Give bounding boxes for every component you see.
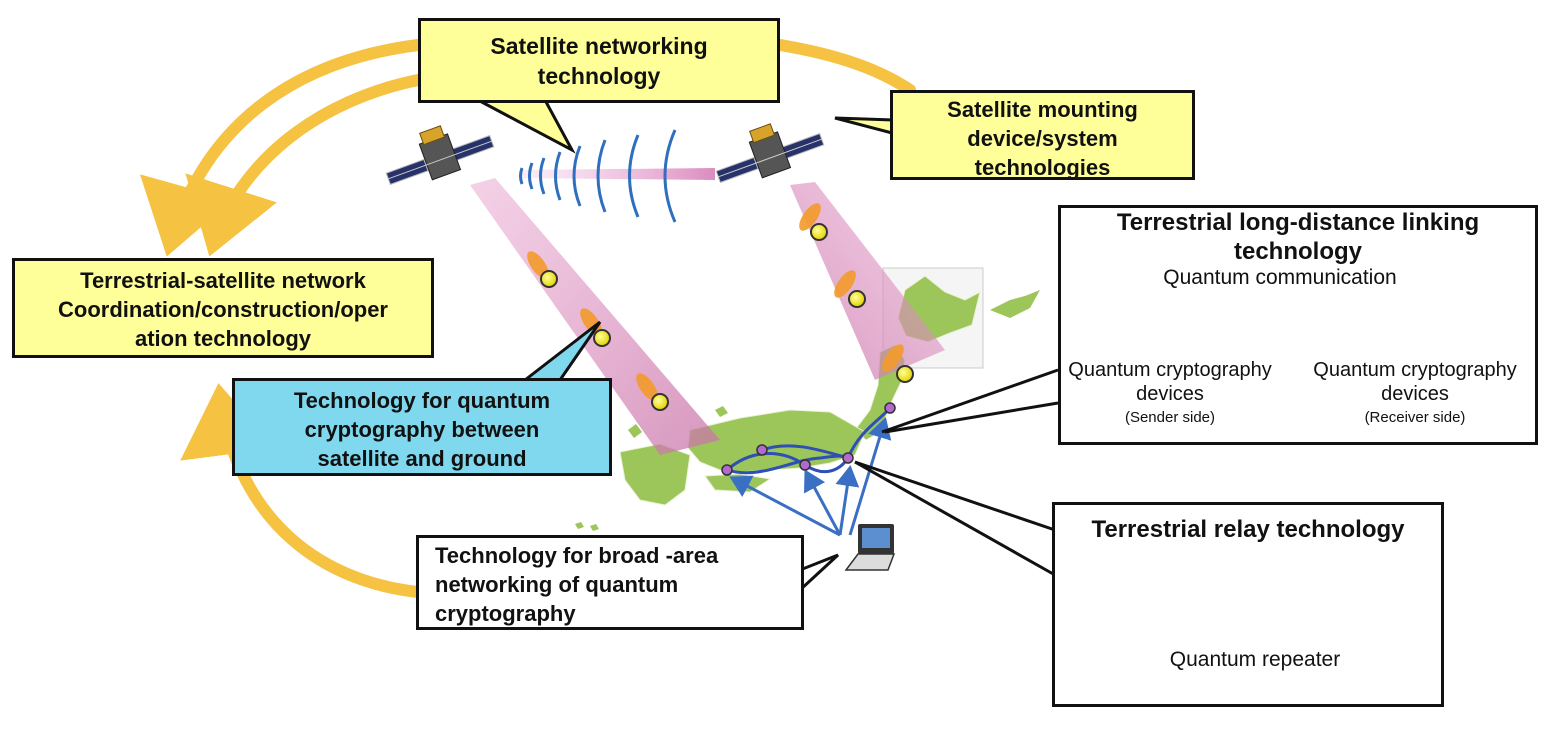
callout-line: Satellite mounting	[947, 97, 1138, 122]
sender-side-label: (Sender side)	[1124, 409, 1216, 426]
callout-line: technologies	[974, 155, 1111, 180]
callout-terrestrial-satellite-network: Terrestrial-satellite network Coordinati…	[12, 258, 434, 358]
photon-trails	[527, 203, 904, 401]
callout-line: technology	[537, 63, 661, 89]
callout-line: Satellite networking	[490, 33, 708, 59]
panel-terrestrial-relay: Terrestrial relay technology	[1052, 502, 1444, 707]
photons	[540, 223, 914, 411]
callout-satellite-mounting: Satellite mounting device/system technol…	[890, 90, 1195, 180]
callout-line: Coordination/construction/oper	[58, 297, 388, 322]
sender-label-line: Quantum cryptography	[1068, 359, 1272, 381]
satellite-right-icon	[715, 123, 825, 184]
receiver-label-line: devices	[1381, 383, 1449, 405]
callout-line: cryptography	[435, 601, 576, 626]
callout-satellite-networking: Satellite networking technology	[418, 18, 780, 103]
panel-title: Terrestrial relay technology	[1091, 516, 1405, 543]
network-access-arrows	[729, 417, 892, 537]
laptop-icon	[844, 524, 896, 571]
cycle-arrows	[139, 39, 916, 598]
callout-quantum-crypto-satellite-ground: Technology for quantum cryptography betw…	[232, 378, 612, 476]
receiver-label-line: Quantum cryptography	[1313, 359, 1517, 381]
panel-long-distance-linking: Terrestrial long-distance linking techno…	[1058, 205, 1538, 445]
sender-label-line: devices	[1136, 383, 1204, 405]
receiver-device-label: Quantum cryptography devices (Receiver s…	[1290, 358, 1540, 430]
satellite-left-icon	[385, 125, 495, 186]
callout-line: Terrestrial-satellite network	[80, 268, 366, 293]
network-nodes	[721, 402, 896, 476]
callout-broad-area-networking: Technology for broad -area networking of…	[416, 535, 804, 630]
callout-line: device/system	[967, 126, 1118, 151]
panel-title-line: Terrestrial long-distance linking	[1116, 209, 1480, 236]
panel-title: Terrestrial long-distance linking techno…	[1061, 208, 1535, 266]
receiver-side-label: (Receiver side)	[1364, 409, 1466, 426]
callout-line: cryptography between	[304, 417, 540, 442]
panel-title-line: technology	[1233, 238, 1362, 265]
callout-line: Technology for quantum	[293, 388, 551, 413]
inter-satellite-link-waves	[519, 129, 677, 223]
callout-line: ation technology	[135, 326, 311, 351]
callout-line: satellite and ground	[317, 446, 527, 471]
callout-line: Technology for broad -area	[435, 543, 719, 568]
callout-line: networking of quantum	[435, 572, 679, 597]
callout-tails	[477, 98, 1059, 592]
sender-device-label: Quantum cryptography devices (Sender sid…	[1040, 358, 1300, 430]
quantum-repeater-label: Quantum repeater	[1169, 648, 1341, 671]
quantum-communication-label: Quantum communication	[1163, 266, 1397, 289]
